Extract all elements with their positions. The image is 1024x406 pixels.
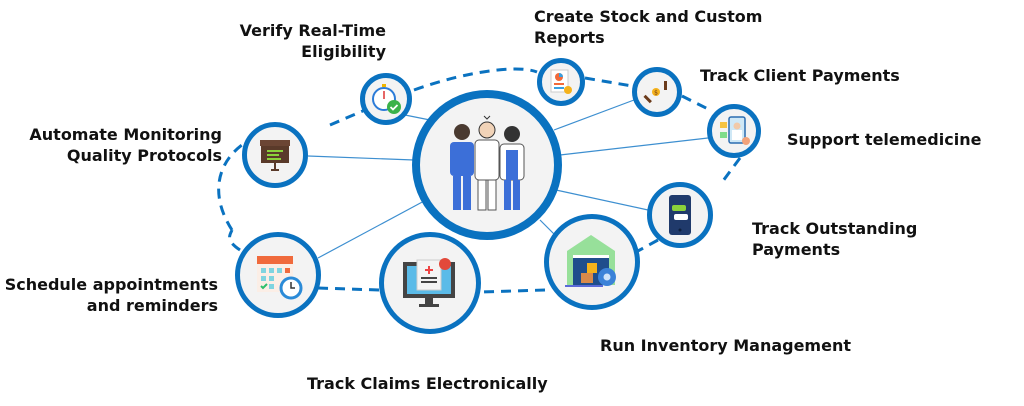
medical-team-icon [450, 115, 525, 211]
payments-label: Track Client Payments [700, 66, 900, 85]
medical-team-node [412, 90, 562, 240]
report-chart-icon [550, 69, 572, 94]
monitor-claim-icon [403, 258, 455, 307]
video-doctor-icon [720, 116, 750, 145]
inventory-node [544, 214, 640, 310]
telemedicine-label: Support telemedicine [787, 130, 982, 149]
outstanding-node [647, 182, 713, 248]
svg-text:$: $ [654, 90, 658, 97]
dashed-orbit [217, 67, 742, 294]
telemedicine-node [707, 104, 761, 158]
payments-node: $ [632, 67, 682, 117]
coin-payment-icon: $ [643, 81, 667, 104]
claims-label: Track Claims Electronically [307, 374, 548, 393]
monitoring-node [242, 122, 308, 188]
stopwatch-check-icon [372, 84, 401, 114]
schedule-node [235, 232, 321, 318]
calendar-clock-icon [257, 256, 303, 300]
inventory-label: Run Inventory Management [600, 336, 851, 355]
verify-node [360, 73, 412, 125]
phone-chat-icon [669, 195, 691, 235]
reports-node [537, 58, 585, 106]
presentation-board-icon [260, 140, 290, 171]
claims-node [379, 232, 481, 334]
warehouse-gear-icon [565, 235, 616, 287]
